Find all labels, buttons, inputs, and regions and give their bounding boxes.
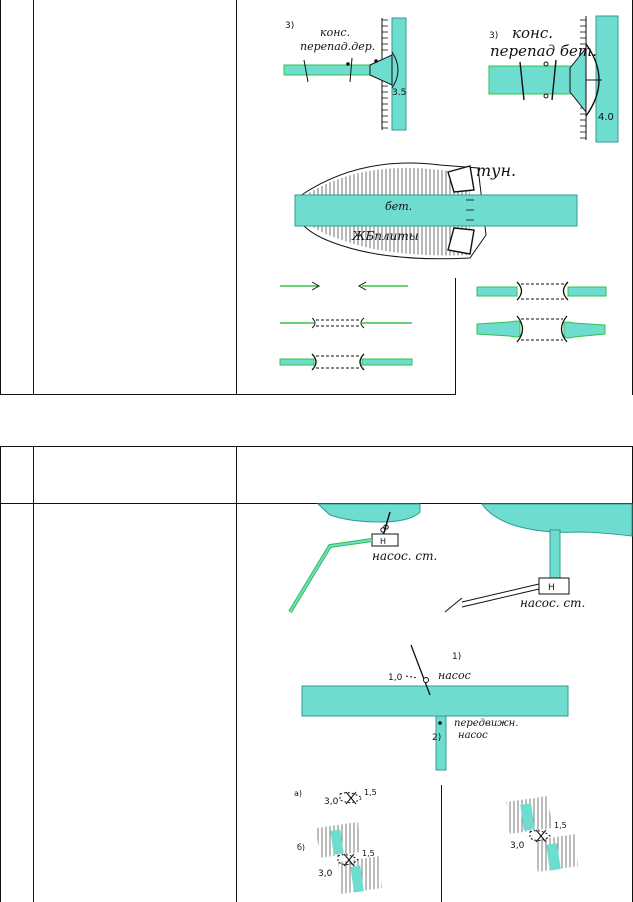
drop-concrete-label-line2: перепад бет. bbox=[490, 42, 597, 60]
pump-station-left-symbol bbox=[288, 503, 421, 614]
pump-station-right-symbol bbox=[444, 503, 633, 613]
table-col-divider-2-bottom bbox=[236, 446, 237, 902]
drop-wood-index: 3) bbox=[285, 21, 294, 31]
structure-a-val-right: 1,5 bbox=[364, 788, 377, 797]
inset-frame-right bbox=[455, 278, 456, 395]
pump-station-left-label: насос. ст. bbox=[372, 549, 437, 563]
structure-b-index: б) bbox=[297, 843, 305, 852]
structure-a-val-left: 3,0 bbox=[324, 797, 339, 807]
pumps-index-2: 2) bbox=[432, 733, 441, 743]
drop-wood-symbol bbox=[283, 17, 407, 131]
drop-concrete-index: 3) bbox=[489, 31, 498, 41]
drop-wood-label-line1: конс. bbox=[320, 26, 350, 39]
pump-station-right-label: насос. ст. bbox=[520, 596, 585, 610]
joints-left-symbol bbox=[279, 281, 413, 371]
pump-station-right-box: Н bbox=[548, 583, 555, 593]
structure-a-index: а) bbox=[294, 789, 302, 798]
pump-station-left-box: Н bbox=[380, 537, 386, 546]
inset-divider-bottom bbox=[441, 785, 442, 902]
structure-b-val-left: 3,0 bbox=[318, 869, 333, 879]
drop-wood-value: 3.5 bbox=[392, 88, 406, 98]
table-col-divider-1-top bbox=[33, 0, 34, 395]
tunnel-label-channel: бет. bbox=[385, 200, 412, 213]
drop-concrete-symbol bbox=[488, 15, 619, 143]
table-left-border-top bbox=[0, 0, 1, 395]
table-header-line-bottom bbox=[0, 503, 633, 504]
structure-b-val-right: 1,5 bbox=[362, 849, 375, 858]
table-top-line-bottom bbox=[0, 446, 633, 447]
pumps-label-2-line1: передвижн. bbox=[454, 718, 518, 729]
table-left-border-bottom bbox=[0, 446, 1, 902]
drop-wood-label-line2: перепад.дер. bbox=[300, 40, 375, 53]
structure-a-symbol bbox=[339, 791, 363, 805]
pumps-index-1: 1) bbox=[452, 652, 461, 662]
structure-c-symbol bbox=[506, 796, 578, 872]
drop-concrete-value: 4.0 bbox=[598, 112, 614, 123]
structure-c-val-right: 1,5 bbox=[554, 821, 567, 830]
structure-b-symbol bbox=[316, 822, 382, 894]
structure-c-val-left: 3,0 bbox=[510, 841, 525, 851]
joints-right-symbol bbox=[476, 281, 607, 343]
tunnel-symbol bbox=[294, 162, 578, 260]
pumps-value-1: 1,0 bbox=[388, 673, 403, 683]
table-col-divider-1-bottom bbox=[33, 446, 34, 902]
pumps-label-2-line2: насос bbox=[458, 730, 488, 741]
drop-concrete-label-line1: конс. bbox=[512, 24, 553, 42]
tunnel-label-bottom: ЖБплиты bbox=[351, 229, 419, 243]
tunnel-label-top: тун. bbox=[476, 161, 516, 180]
pumps-label-1: насос bbox=[438, 669, 471, 682]
table-bottom-line-top bbox=[0, 394, 455, 395]
table-col-divider-2-top bbox=[236, 0, 237, 395]
pumps-symbol bbox=[301, 644, 569, 771]
